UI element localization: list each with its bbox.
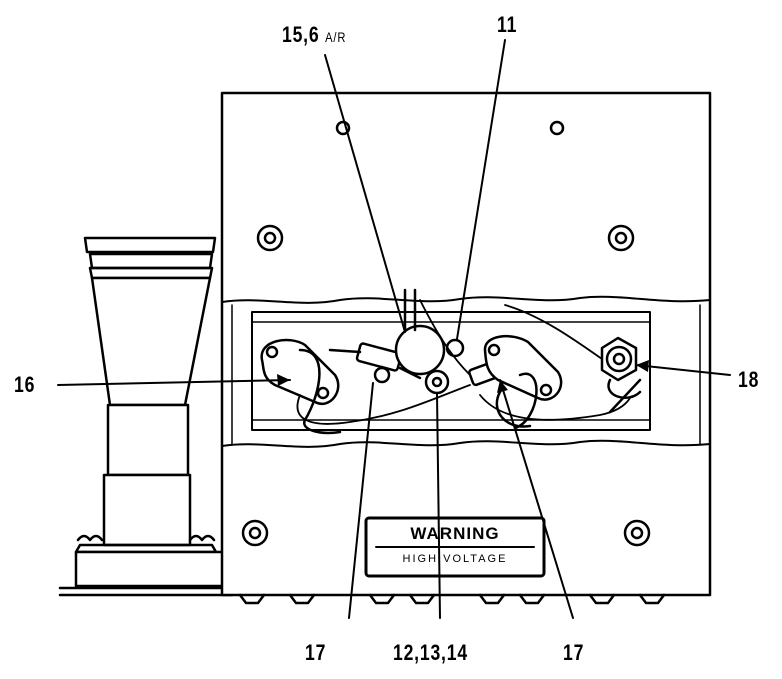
callout-15-6-number: 15,6 — [282, 22, 320, 47]
callout-12-13-14: 12,13,14 — [393, 640, 468, 665]
callout-18: 18 — [738, 367, 760, 392]
warning-subtitle: HIGH VOLTAGE — [402, 553, 508, 565]
leader-arrowheads — [277, 360, 649, 393]
fastener — [607, 224, 635, 252]
socket-assembly — [373, 288, 465, 384]
callout-17-left: 17 — [305, 640, 327, 665]
callout-17-right: 17 — [563, 640, 585, 665]
callout-11: 11 — [497, 12, 518, 37]
mounting-hole — [549, 120, 565, 136]
fastener — [241, 519, 269, 547]
mounting-hole — [335, 120, 351, 136]
callout-15-6: 15,6 A/R — [282, 22, 346, 48]
wiring — [296, 299, 631, 425]
spring-clip-left — [260, 338, 342, 435]
hv-connector — [600, 336, 642, 414]
fastener — [256, 224, 284, 252]
callout-16: 16 — [14, 372, 36, 397]
leader-lines — [57, 39, 731, 619]
resistor-left — [328, 342, 422, 380]
callout-15-6-suffix: A/R — [325, 29, 347, 45]
warning-title: WARNING — [410, 524, 500, 543]
tube-assembly — [58, 236, 234, 597]
spring-clip-right — [483, 334, 563, 430]
fastener — [623, 519, 651, 547]
